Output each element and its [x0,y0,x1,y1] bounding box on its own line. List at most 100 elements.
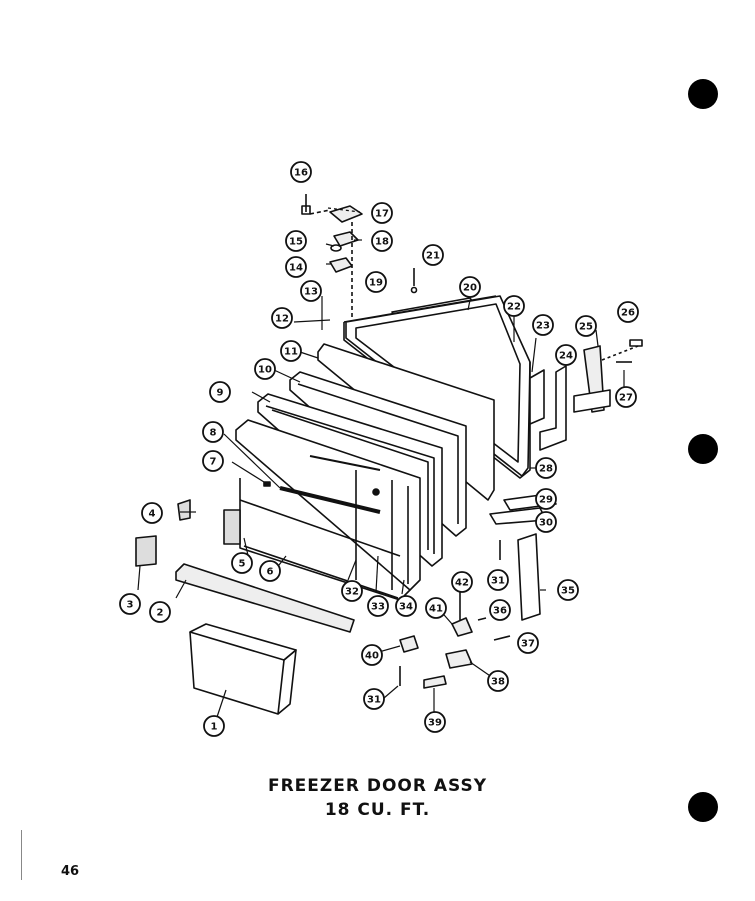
callout-label: 26 [621,308,635,319]
page-number: 46 [61,864,80,879]
callout-10: 10 [254,358,276,380]
callout-label: 39 [428,718,442,729]
callout-label: 27 [619,393,633,404]
callout-circle [361,644,383,666]
callout-35: 35 [557,579,579,601]
callout-7: 7 [202,450,224,472]
callout-label: 37 [521,639,535,650]
callout-circle [489,599,511,621]
callout-5: 5 [231,552,253,574]
callout-circle [575,315,597,337]
callout-12: 12 [271,307,293,329]
callout-label: 5 [239,559,246,570]
callout-31: 31 [487,569,509,591]
callout-label: 42 [455,578,469,589]
callout-circle [141,502,163,524]
callout-circle [202,421,224,443]
callout-label: 35 [561,586,575,597]
door-liner [223,419,421,601]
callout-label: 32 [345,587,359,598]
callout-circle [285,230,307,252]
callout-label: 16 [294,168,308,179]
callout-label: 4 [149,509,156,520]
scan-edge-mark [21,830,22,880]
callout-label: 36 [493,606,507,617]
callout-label: 13 [304,287,318,298]
callout-circle [424,711,446,733]
callout-label: 17 [375,209,389,220]
callout-circle [487,569,509,591]
callout-circle [290,161,312,183]
callout-32: 32 [341,580,363,602]
callout-circle [300,280,322,302]
callout-24: 24 [555,344,577,366]
callout-circle [535,511,557,533]
callout-circle [341,580,363,602]
callout-circle [149,601,171,623]
callout-15: 15 [285,230,307,252]
callout-41: 41 [425,597,447,619]
callout-circle [503,295,525,317]
callout-29: 29 [535,488,557,510]
callout-circle [285,256,307,278]
callout-circle [365,271,387,293]
callout-14: 14 [285,256,307,278]
callout-label: 33 [371,602,385,613]
door-handle [175,563,355,633]
callout-circle [209,381,231,403]
callout-34: 34 [395,595,417,617]
callout-circle [555,344,577,366]
callout-label: 9 [217,388,224,399]
callout-36: 36 [489,599,511,621]
callout-6: 6 [259,560,281,582]
callout-circle [271,307,293,329]
callout-label: 28 [539,464,553,475]
callout-label: 20 [463,283,477,294]
callout-37: 37 [517,632,539,654]
callout-circle [451,571,473,593]
callout-label: 18 [375,237,389,248]
callout-28: 28 [535,457,557,479]
callout-circle [363,688,385,710]
callout-circle [202,450,224,472]
callout-circle [203,715,225,737]
callout-label: 31 [367,695,381,706]
diagram-title: FREEZER DOOR ASSY [267,776,488,796]
callout-circle [557,579,579,601]
callout-19: 19 [365,271,387,293]
callout-1: 1 [203,715,225,737]
callout-label: 38 [491,677,505,688]
callout-40: 40 [361,644,383,666]
callout-11: 11 [280,340,302,362]
punch-hole-top [688,79,718,109]
callout-label: 2 [157,608,164,619]
punch-hole-middle [688,434,718,464]
callout-label: 40 [365,651,379,662]
callout-circle [371,202,393,224]
callout-26: 26 [617,301,639,323]
callout-21: 21 [422,244,444,266]
callout-circle [425,597,447,619]
callout-label: 31 [491,576,505,587]
callout-label: 10 [258,365,272,376]
callout-circle [119,593,141,615]
callout-circle [367,595,389,617]
callout-circle [532,314,554,336]
callout-label: 22 [507,302,521,313]
callout-circle [259,560,281,582]
callout-label: 8 [210,428,217,439]
punch-hole-bottom [688,792,718,822]
callout-4: 4 [141,502,163,524]
callout-label: 12 [275,314,289,325]
callout-20: 20 [459,276,481,298]
callout-label: 14 [289,263,303,274]
diagram-subtitle: 18 CU. FT. [324,800,431,820]
callout-9: 9 [209,381,231,403]
callout-label: 25 [579,322,593,333]
callout-30: 30 [535,511,557,533]
callout-circle [422,244,444,266]
callout-16: 16 [290,161,312,183]
callout-label: 21 [426,251,440,262]
